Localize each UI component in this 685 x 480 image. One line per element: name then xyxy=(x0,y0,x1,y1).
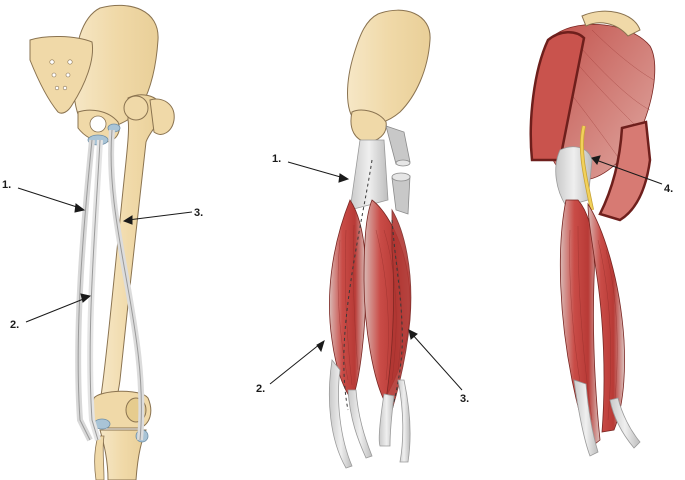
ischial-tuberosity xyxy=(350,109,387,143)
muscle-panel: 1. 2. 3. xyxy=(256,9,469,469)
deep-label-4: 4. xyxy=(664,183,673,195)
distal-tendons xyxy=(328,359,411,469)
sacral-foramina xyxy=(49,59,73,91)
deep-panel: 4. xyxy=(529,10,673,457)
greater-trochanter xyxy=(149,98,175,135)
cut-tendon-upper xyxy=(385,125,411,165)
semimembranosus-muscle xyxy=(385,208,412,411)
muscle-label-1: 1. xyxy=(272,153,281,165)
dashed-outline-left xyxy=(343,159,373,411)
deep-distal-tendons xyxy=(573,379,641,457)
pelvis-bone xyxy=(347,9,431,126)
muscle-callouts xyxy=(269,161,463,391)
hamstring-strings xyxy=(75,129,145,442)
dashed-outline-right xyxy=(389,219,403,421)
muscle-label-2: 2. xyxy=(256,383,265,395)
deep-muscle-fibers xyxy=(569,225,618,421)
deep-hamstring-muscle-right xyxy=(587,202,625,433)
ilium-crest xyxy=(581,10,641,37)
skeletal-panel: 1. 3. 2. xyxy=(2,4,203,480)
skeletal-label-2: 2. xyxy=(10,319,19,331)
skeletal-label-1: 1. xyxy=(2,179,11,191)
skeletal-label-3: 3. xyxy=(194,207,203,219)
cut-tendon-lower xyxy=(391,175,411,215)
obturator-foramen xyxy=(89,115,107,133)
femoral-head xyxy=(123,95,149,121)
muscle-label-3: 3. xyxy=(460,393,469,405)
proximal-tendons xyxy=(349,139,389,211)
sacrum-bone xyxy=(29,35,94,114)
skeletal-callouts xyxy=(17,187,193,323)
deep-callouts xyxy=(591,155,663,185)
fibula-bone xyxy=(94,435,105,480)
muscle-fibers xyxy=(337,224,402,386)
retracted-flap-left xyxy=(529,31,586,162)
